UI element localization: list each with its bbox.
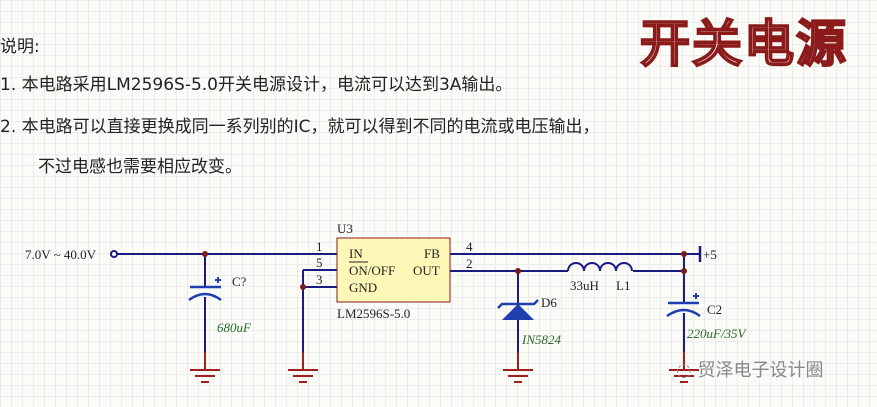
- schematic-part: [497, 299, 539, 309]
- l1-ref: L1: [616, 278, 630, 293]
- u3-ref: U3: [337, 221, 353, 236]
- cin-value: 680uF: [217, 320, 252, 335]
- pin-number-1: 1: [316, 239, 323, 254]
- pin-out: OUT: [413, 263, 440, 278]
- input-voltage-label: 7.0V ~ 40.0V: [25, 247, 97, 262]
- input-terminal: [110, 250, 118, 258]
- notes-heading: 说明:: [0, 37, 40, 57]
- inductor-l1: [567, 262, 633, 272]
- diode-d6: [502, 304, 534, 320]
- output-label: +5: [703, 247, 717, 262]
- pin-onoff: ON/OFF: [349, 263, 395, 278]
- note-line-2: 2. 本电路可以直接更换成同一系列别的IC，就可以得到不同的电流或电压输出，: [0, 117, 600, 137]
- capacitor-c2: [666, 308, 701, 318]
- ground-symbols: [190, 352, 699, 383]
- pin-fb: FB: [424, 246, 440, 261]
- l1-value: 33uH: [570, 278, 599, 293]
- wechat-icon: ◌: [676, 360, 692, 381]
- chip-u3: [336, 237, 451, 303]
- schematic-part: [202, 251, 208, 257]
- schematic-part: [681, 268, 687, 274]
- schematic-part: [681, 251, 687, 257]
- schematic-part: [202, 251, 687, 290]
- pin-number-4: 4: [466, 239, 473, 254]
- u3-part: LM2596S-5.0: [337, 306, 410, 321]
- pin-number-3: 3: [316, 272, 323, 287]
- schematic-part: [300, 284, 306, 290]
- note-line-3: 不过电感也需要相应改变。: [38, 157, 242, 177]
- pin-number-2: 2: [466, 256, 473, 271]
- d6-ref: D6: [541, 295, 557, 310]
- schematic-part: [188, 277, 701, 318]
- cin-ref: C?: [232, 274, 247, 289]
- capacitor-cin: [188, 292, 222, 302]
- c2-ref: C2: [707, 302, 722, 317]
- schematic-part: [110, 246, 702, 352]
- d6-value: IN5824: [521, 332, 562, 347]
- schematic-part: [515, 268, 521, 274]
- pin-in: IN: [349, 246, 363, 261]
- c2-value: 220uF/35V: [687, 326, 748, 341]
- title-logo: 开关电源: [639, 14, 848, 74]
- watermark-text: 贸泽电子设计圈: [697, 360, 824, 381]
- note-line-1: 1. 本电路采用LM2596S-5.0开关电源设计，电流可以达到3A输出。: [0, 75, 513, 95]
- pin-gnd: GND: [349, 280, 377, 295]
- watermark: ◌ 贸泽电子设计圈: [676, 356, 823, 382]
- pin-number-5: 5: [316, 255, 323, 270]
